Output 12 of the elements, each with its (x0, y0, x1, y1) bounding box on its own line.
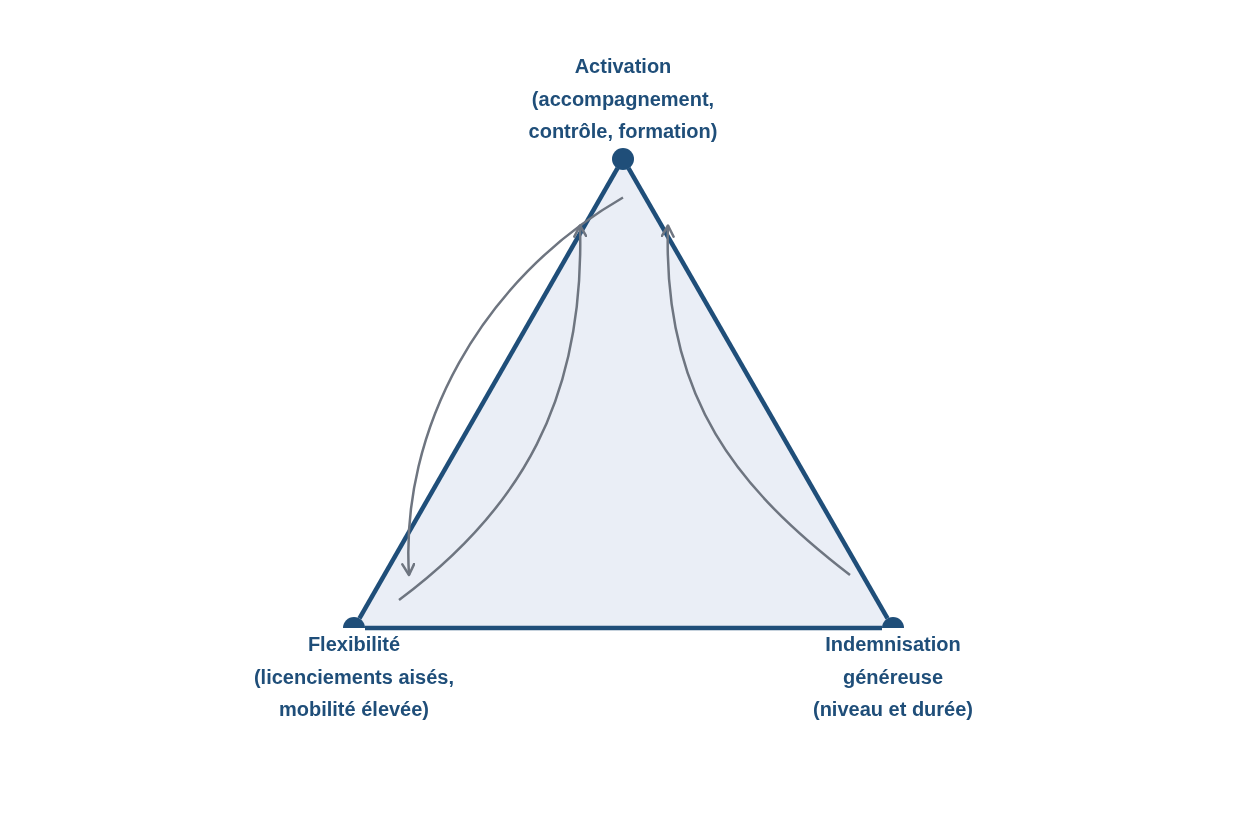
vertex-description: (accompagnement, contrôle, formation) (527, 86, 719, 144)
vertex-title: Flexibilité (307, 632, 401, 657)
connector-line (626, 166, 890, 620)
vertex-description: (niveau et durée) (812, 697, 973, 722)
curved-arrow (660, 224, 851, 576)
vertex-title: Indemnisation généreuse (824, 632, 962, 690)
curved-arrow (398, 224, 588, 601)
vertex-title: Activation (574, 54, 672, 79)
curved-arrow (401, 196, 624, 577)
connector-line (365, 625, 882, 631)
connector-line (357, 166, 620, 620)
vertex-description: (licenciements aisés, mobilité élevée) (252, 664, 456, 722)
